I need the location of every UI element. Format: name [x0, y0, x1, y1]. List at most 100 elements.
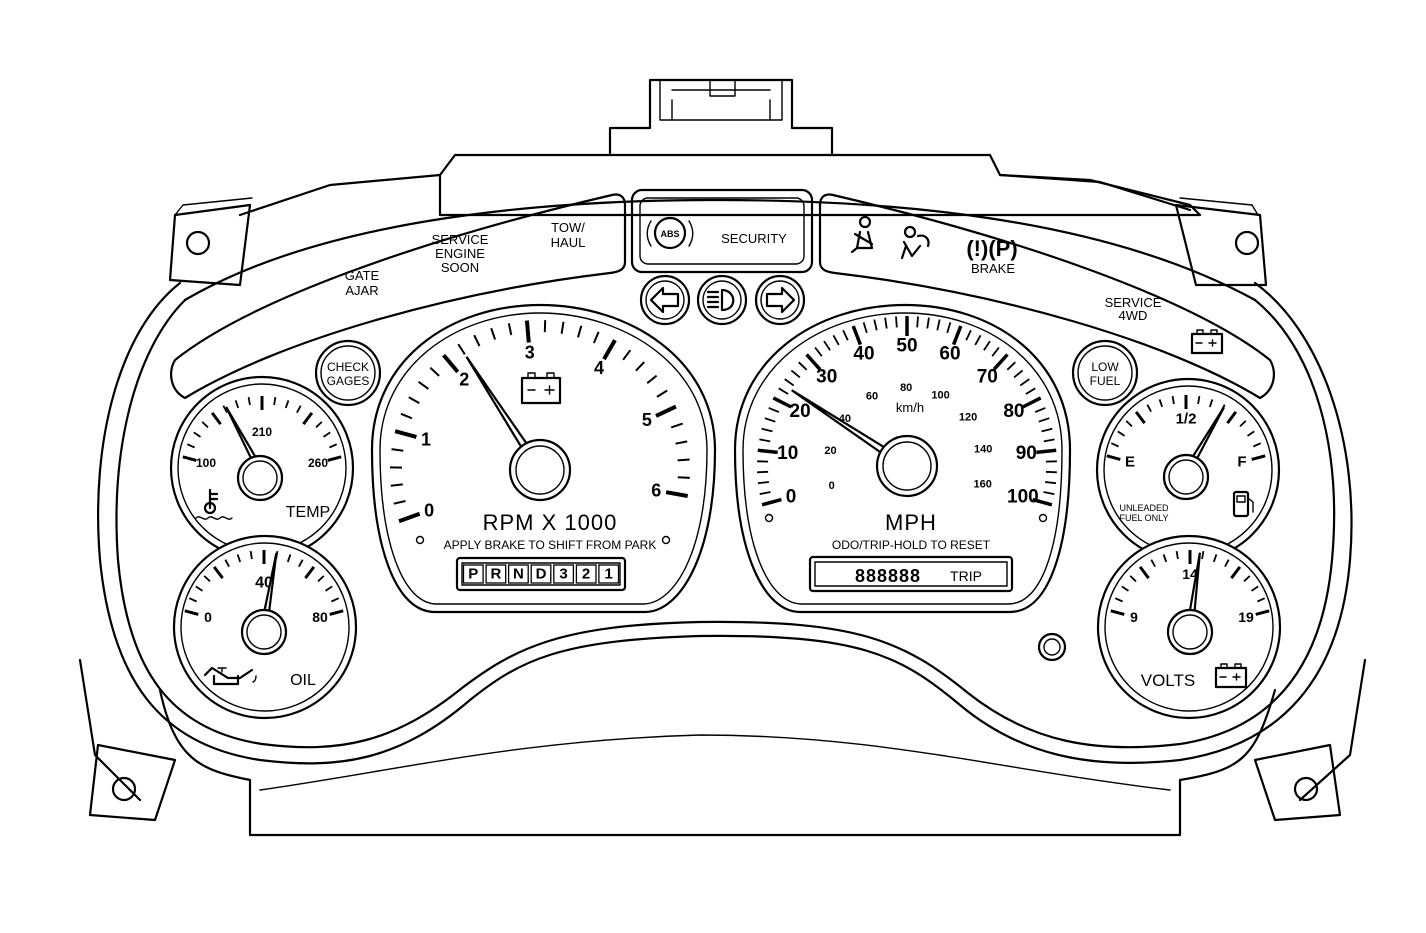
service-4wd-line2: 4WD [1119, 308, 1148, 323]
prndl-p: P [468, 566, 478, 583]
kmh-label-100: 100 [931, 390, 949, 402]
tow-haul-indicator: TOW/ HAUL [551, 220, 586, 250]
tow-haul-line2: HAUL [551, 235, 586, 250]
security-label: SECURITY [721, 231, 787, 246]
odometer-value: 888888 [855, 566, 921, 586]
service-engine-line2: ENGINE [435, 246, 485, 261]
speedometer: 0 10 20 30 40 50 60 70 80 90 100 0 20 40… [733, 303, 1072, 614]
tow-haul-line1: TOW/ [551, 220, 585, 235]
temp-title: TEMP [286, 504, 330, 521]
low-fuel-line1: LOW [1091, 360, 1119, 374]
temp-label-100: 100 [196, 456, 216, 470]
tach-title: RPM X 1000 [483, 510, 618, 535]
gate-ajar-indicator: GATE AJAR [345, 268, 380, 298]
volts-title: VOLTS [1141, 671, 1195, 690]
kmh-label-60: 60 [866, 390, 878, 402]
mph-label-90: 90 [1016, 443, 1037, 464]
service-4wd-indicator: SERVICE 4WD [1105, 295, 1162, 323]
left-indicator-panel [170, 193, 627, 400]
check-gages-line1: CHECK [327, 360, 369, 374]
fuel-label-full: F [1237, 454, 1246, 471]
low-fuel-line2: FUEL [1090, 374, 1121, 388]
tach-label-1: 1 [421, 430, 431, 450]
mph-label-60: 60 [939, 344, 960, 365]
check-gages-line2: GAGES [327, 374, 370, 388]
prndl-indicator: P R N D 3 2 1 [455, 556, 627, 592]
mph-label-10: 10 [777, 443, 798, 464]
tach-label-2: 2 [459, 370, 469, 390]
tach-note: APPLY BRAKE TO SHIFT FROM PARK [444, 538, 657, 552]
trip-reset-knob[interactable] [1037, 632, 1067, 662]
right-turn-signal-icon [754, 274, 806, 326]
gate-ajar-line2: AJAR [345, 283, 378, 298]
service-engine-soon-indicator: SERVICE ENGINE SOON [432, 232, 489, 275]
mph-label-100: 100 [1007, 487, 1039, 508]
speedo-title: MPH [885, 510, 937, 535]
service-4wd-line1: SERVICE [1105, 295, 1162, 310]
rear-connector [608, 78, 834, 155]
kmh-label-80: 80 [900, 382, 912, 394]
mph-label-70: 70 [977, 366, 998, 387]
mph-label-0: 0 [786, 487, 797, 508]
mph-label-50: 50 [896, 336, 917, 357]
high-beam-icon [696, 274, 748, 326]
temp-label-260: 260 [308, 456, 328, 470]
kmh-label-120: 120 [959, 412, 977, 424]
brake-label: BRAKE [971, 261, 1015, 276]
speedo-tick-marks [757, 316, 1057, 507]
abs-icon: ABS [646, 216, 694, 250]
kmh-label-20: 20 [824, 445, 836, 457]
speedo-note: ODO/TRIP-HOLD TO RESET [832, 538, 991, 552]
tach-label-6: 6 [651, 481, 661, 501]
tach-label-5: 5 [642, 410, 652, 430]
oil-can-icon [203, 666, 257, 686]
low-fuel-indicator: LOW FUEL [1071, 339, 1139, 407]
prndl-n: N [513, 566, 524, 583]
volts-label-14: 14 [1182, 566, 1198, 582]
abs-label: ABS [660, 229, 679, 239]
fuel-note-line2: FUEL ONLY [1119, 513, 1168, 523]
fuel-pump-icon [1232, 490, 1254, 518]
volts-label-9: 9 [1130, 609, 1138, 625]
prndl-2: 2 [582, 566, 590, 583]
coolant-temp-icon [195, 488, 233, 520]
airbag-icon [900, 225, 930, 260]
fuel-label-empty: E [1125, 454, 1135, 471]
kmh-label-140: 140 [974, 443, 992, 455]
volts-gauge: 9 14 19 VOLTS [1096, 534, 1282, 720]
kmh-label-160: 160 [974, 479, 992, 491]
mph-label-30: 30 [816, 366, 837, 387]
odometer-display: 888888 TRIP [808, 555, 1014, 593]
prndl-d: D [536, 566, 547, 583]
left-turn-signal-icon [639, 274, 691, 326]
cluster-housing [78, 153, 1367, 837]
brake-indicator: (!)(P) BRAKE [966, 236, 1017, 276]
gate-ajar-line1: GATE [345, 268, 380, 283]
kmh-unit: km/h [896, 400, 924, 415]
seatbelt-icon [850, 215, 874, 254]
mph-label-20: 20 [790, 401, 811, 422]
service-engine-line1: SERVICE [432, 232, 489, 247]
prndl-1: 1 [605, 566, 613, 583]
oil-label-0: 0 [204, 609, 212, 625]
abs-security-panel: ABS SECURITY [630, 188, 814, 274]
temp-gauge: 100 210 260 TEMP [169, 375, 355, 561]
mph-label-40: 40 [853, 344, 874, 365]
check-gages-indicator: CHECK GAGES [314, 339, 382, 407]
kmh-label-0: 0 [829, 480, 835, 492]
battery-icon-tach [520, 372, 562, 405]
temp-label-210: 210 [252, 425, 272, 439]
prndl-r: R [490, 566, 501, 583]
oil-title: OIL [290, 672, 316, 689]
prndl-3: 3 [559, 566, 567, 583]
oil-gauge: 0 40 80 OIL [172, 534, 358, 720]
oil-label-80: 80 [312, 609, 328, 625]
fuel-note-line1: UNLEADED [1119, 503, 1169, 513]
tach-label-0: 0 [424, 500, 434, 520]
fuel-gauge: E 1/2 F UNLEADED FUEL ONLY [1095, 377, 1281, 563]
fuel-label-half: 1/2 [1176, 411, 1197, 428]
battery-icon-right [1190, 329, 1224, 355]
right-indicator-panel [818, 193, 1275, 400]
tach-label-3: 3 [525, 342, 535, 362]
